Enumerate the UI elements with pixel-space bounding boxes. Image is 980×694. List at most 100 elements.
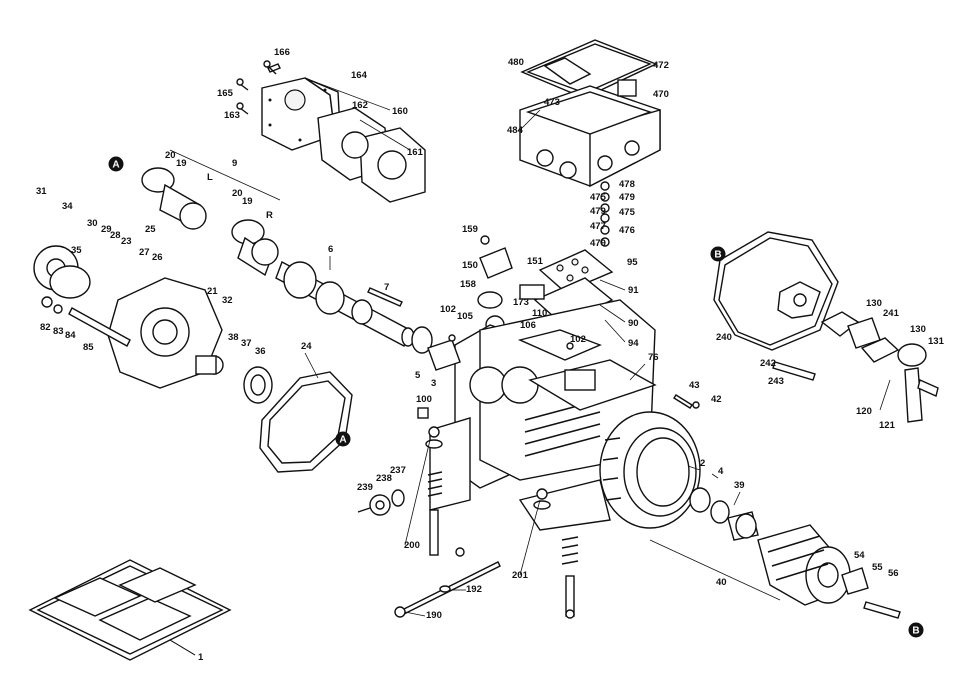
- oil-dipstick: [394, 561, 501, 618]
- reference-markers: A A B B: [108, 156, 924, 638]
- part-label-94: 94: [628, 338, 639, 349]
- part-label-166: 166: [274, 47, 290, 58]
- part-label-31: 31: [36, 186, 47, 197]
- part-label-165: 165: [217, 88, 234, 99]
- motor-stator: [599, 411, 701, 529]
- leader-line-190: [404, 611, 426, 617]
- leader-line-1: [169, 639, 196, 656]
- part-label-2: 2: [700, 458, 705, 469]
- front-bearing-cover: [33, 245, 273, 404]
- part-label-32: 32: [222, 295, 233, 306]
- leader-line-201: [519, 499, 541, 576]
- motor-end-cover: [713, 231, 839, 381]
- leader-line-164: [309, 79, 391, 111]
- part-label-23: 23: [121, 236, 132, 247]
- leader-line-120: [879, 379, 891, 411]
- small-fasteners: [417, 334, 700, 419]
- part-label-160: 160: [392, 106, 408, 117]
- leader-line-40: [649, 539, 781, 601]
- part-label-102b: 102: [570, 334, 586, 345]
- part-label-21: 21: [207, 286, 218, 297]
- part-label-121: 121: [879, 420, 896, 431]
- part-label-29: 29: [101, 224, 112, 235]
- gasket-set: [28, 559, 232, 661]
- part-label-477: 477: [590, 221, 606, 232]
- leader-line-90: [599, 304, 626, 323]
- part-label-239: 239: [357, 482, 373, 493]
- leader-line-76: [629, 363, 646, 381]
- suction-valve: [820, 311, 939, 423]
- part-label-19b: 19: [242, 196, 253, 207]
- part-label-237: 237: [390, 465, 406, 476]
- part-label-100: 100: [416, 394, 432, 405]
- part-label-83: 83: [53, 326, 64, 337]
- crankshaft: [275, 261, 415, 347]
- part-label-190: 190: [426, 610, 442, 621]
- motor-rotor: [757, 524, 901, 619]
- part-label-85: 85: [83, 342, 94, 353]
- service-valve: [357, 489, 405, 516]
- part-label-9: 9: [232, 158, 237, 169]
- reference-marker-letter: A: [339, 435, 346, 446]
- leader-line-91: [599, 279, 626, 291]
- cylinder-liners: [141, 167, 279, 277]
- leader-line-160: [359, 119, 411, 151]
- bearing-parts: [411, 326, 759, 541]
- part-label-479c: 479: [590, 238, 606, 249]
- leader-line-9: [169, 149, 281, 201]
- part-label-242: 242: [760, 358, 776, 369]
- part-label-470: 470: [653, 89, 669, 100]
- valve-springs: [425, 426, 579, 619]
- part-label-56: 56: [888, 568, 899, 579]
- terminal-box: [519, 39, 661, 188]
- part-label-24: 24: [301, 341, 312, 352]
- part-label-25: 25: [145, 224, 156, 235]
- leader-line-94: [604, 319, 626, 343]
- reference-marker-circle: [335, 431, 351, 447]
- part-label-243: 243: [768, 376, 784, 387]
- part-label-76: 76: [648, 352, 659, 363]
- part-label-42: 42: [711, 394, 722, 405]
- reference-marker-letter: B: [714, 250, 721, 261]
- part-label-39: 39: [734, 480, 745, 491]
- part-label-35: 35: [71, 245, 82, 256]
- part-label-478: 478: [619, 179, 635, 190]
- part-label-476: 476: [619, 225, 635, 236]
- part-label-158: 158: [460, 279, 476, 290]
- reference-marker-B2: B: [908, 622, 924, 638]
- part-label-27: 27: [139, 247, 150, 258]
- part-label-38: 38: [228, 332, 239, 343]
- leader-line-484: [519, 109, 541, 131]
- part-label-54: 54: [854, 550, 865, 561]
- oil-pump-assembly: [477, 235, 545, 335]
- part-number-labels: 1234567919192020LR2123242526272829303132…: [36, 47, 945, 663]
- part-label-40: 40: [716, 577, 727, 588]
- part-label-120: 120: [856, 406, 872, 417]
- part-label-473: 473: [544, 97, 560, 108]
- part-label-151: 151: [527, 256, 544, 267]
- reference-marker-circle: [710, 246, 726, 262]
- part-label-30: 30: [87, 218, 98, 229]
- part-label-241: 241: [883, 308, 900, 319]
- leader-line-39: [733, 491, 741, 506]
- part-label-240a: 240: [716, 332, 732, 343]
- leader-line-2: [687, 465, 701, 471]
- part-label-95: 95: [627, 257, 638, 268]
- reference-marker-circle: [908, 622, 924, 638]
- part-label-102a: 102: [440, 304, 456, 315]
- part-label-238: 238: [376, 473, 392, 484]
- part-label-82: 82: [40, 322, 51, 333]
- part-label-161: 161: [407, 147, 424, 158]
- part-label-1: 1: [198, 652, 204, 663]
- part-label-475a: 475: [590, 192, 607, 203]
- part-label-475b: 475: [619, 207, 636, 218]
- part-label-R: R: [266, 210, 273, 221]
- reference-marker-A2: A: [335, 431, 351, 447]
- part-label-90: 90: [628, 318, 639, 329]
- part-label-34: 34: [62, 201, 73, 212]
- part-label-164: 164: [351, 70, 368, 81]
- part-label-480: 480: [508, 57, 524, 68]
- reference-marker-letter: A: [112, 160, 119, 171]
- part-label-173: 173: [513, 297, 529, 308]
